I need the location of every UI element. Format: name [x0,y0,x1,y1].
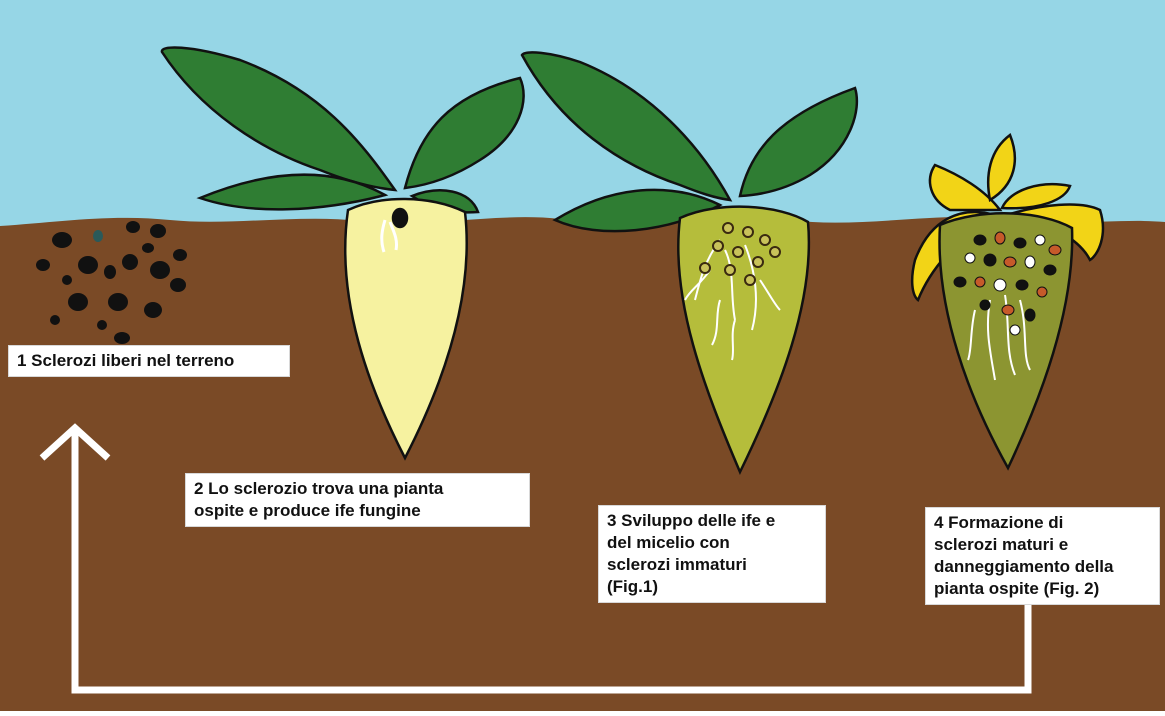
caption-stage-3: 3 Sviluppo delle ife e del micelio con s… [598,505,826,603]
caption-line: danneggiamento della [934,556,1151,578]
caption-line: sclerozi maturi e [934,534,1151,556]
caption-stage-4: 4 Formazione di sclerozi maturi e danneg… [925,507,1160,605]
caption-line: ospite e produce ife fungine [194,500,521,522]
caption-line: 4 Formazione di [934,512,1151,534]
sclerotium [393,209,407,227]
caption-line: del micelio con [607,532,817,554]
caption-line: 3 Sviluppo delle ife e [607,510,817,532]
caption-line: pianta ospite (Fig. 2) [934,578,1151,600]
caption-stage-1: 1 Sclerozi liberi nel terreno [8,345,290,377]
caption-line: 1 Sclerozi liberi nel terreno [17,350,281,372]
caption-line: (Fig.1) [607,576,817,598]
caption-line: sclerozi immaturi [607,554,817,576]
caption-line: 2 Lo sclerozio trova una pianta [194,478,521,500]
caption-stage-2: 2 Lo sclerozio trova una pianta ospite e… [185,473,530,527]
